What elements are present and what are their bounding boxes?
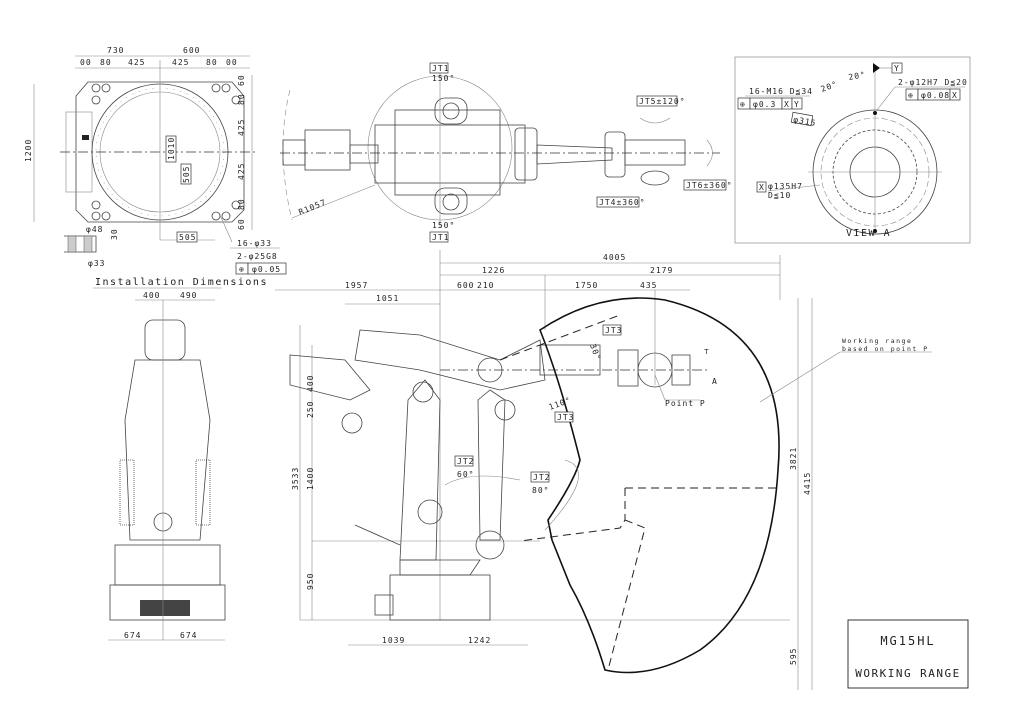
- jt5-label: JT5±120°: [639, 97, 686, 106]
- view-a-title: VIEW A: [846, 228, 891, 239]
- title-block: MG15HL WORKING RANGE: [847, 619, 969, 689]
- jt4-label: JT4±360°: [599, 198, 646, 207]
- dim-label: 674: [180, 631, 197, 640]
- view-a: Y 20° 20° 16-M16 D≦34 ⊕ φ0.3 X Y 2-φ12H7…: [734, 56, 971, 244]
- working-range-note-line1: Working range: [842, 337, 912, 345]
- working-range-note-line2: based on point P: [842, 345, 929, 353]
- dim-label: 00: [80, 58, 92, 67]
- dim-3533: 3533: [291, 467, 300, 490]
- model-name: MG15HL: [880, 634, 935, 648]
- radius-label: R1057: [297, 198, 327, 217]
- position-tolerance-icon: ⊕: [908, 91, 914, 100]
- jt3-bottom-angle: 110°: [548, 395, 573, 411]
- drawing-subtitle: WORKING RANGE: [855, 667, 961, 680]
- dim-600: 600: [183, 46, 200, 55]
- dim-label: 425: [237, 163, 246, 180]
- pin-holes-label: 2-φ25G8: [237, 252, 278, 261]
- installation-title: Installation Dimensions: [95, 277, 268, 288]
- front-view: 400 490 674 674: [108, 291, 226, 641]
- hole-diameter: φ48: [86, 225, 103, 234]
- dim-label: 80: [237, 93, 246, 105]
- jt2-left-label: JT2: [457, 457, 474, 466]
- dim-595: 595: [789, 648, 798, 665]
- jt6-label: JT6±360°: [686, 181, 733, 190]
- hole-small: φ33: [88, 259, 105, 268]
- dim-label: 80: [237, 198, 246, 210]
- robot-side-silhouette: [289, 290, 710, 621]
- dim-600: 600: [457, 281, 474, 290]
- dim-210: 210: [477, 281, 494, 290]
- jt1-top-label: JT1: [432, 64, 449, 73]
- jt3-top-label: JT3: [605, 326, 622, 335]
- jt1-top-angle: 150°: [432, 74, 455, 83]
- dim-3821: 3821: [789, 447, 798, 470]
- view-a-marker-icon: ⊤: [704, 347, 710, 356]
- jt2-right-label: JT2: [533, 473, 550, 482]
- dim-1226: 1226: [482, 266, 505, 275]
- jt1-bottom-angle: 150°: [432, 221, 455, 230]
- dim-505-vertical: 505: [182, 166, 191, 183]
- dim-label: 00: [226, 58, 238, 67]
- dim-label: 674: [124, 631, 141, 640]
- dim-1957: 1957: [345, 281, 368, 290]
- angle-2: 20°: [848, 70, 867, 82]
- jt2-right-angle: 80°: [532, 486, 549, 495]
- tolerance-datum: Y: [794, 100, 800, 109]
- dim-505: 505: [179, 233, 196, 242]
- pins-label: 2-φ12H7 D≦20: [898, 78, 968, 87]
- dim-1400: 1400: [306, 467, 315, 490]
- top-view: R1057 JT1 150° 150° JT1 JT4±360° JT5±120…: [280, 62, 733, 243]
- dim-250: 250: [306, 401, 315, 418]
- tolerance-value: φ0.08: [921, 91, 950, 100]
- dim-400: 400: [306, 375, 315, 392]
- dim-label: 80: [206, 58, 218, 67]
- tolerance-datum: X: [952, 91, 958, 100]
- working-range-envelope: [539, 297, 780, 674]
- dim-1242: 1242: [468, 636, 491, 645]
- dim-1051: 1051: [376, 294, 399, 303]
- hole-depth: 30: [110, 228, 119, 240]
- pcd-label: φ315: [793, 115, 817, 128]
- dim-730: 730: [107, 46, 124, 55]
- jt3-bottom-label: JT3: [557, 413, 574, 422]
- jt1-bottom-label: JT1: [432, 233, 449, 242]
- bore-datum: X: [759, 183, 765, 192]
- dim-1200: 1200: [24, 139, 33, 162]
- dim-1750: 1750: [575, 281, 598, 290]
- jt2-left-angle: 60°: [457, 470, 474, 479]
- bore-label: φ135H7: [768, 182, 803, 191]
- installation-view: 730 600 00 80 425 425 80 00 60 80 425 42…: [24, 46, 287, 289]
- pin-tolerance: φ0.05: [252, 265, 281, 274]
- dim-label: 60: [237, 218, 246, 230]
- dim-1010: 1010: [167, 137, 176, 160]
- dim-4415: 4415: [803, 472, 812, 495]
- dim-label: 400: [143, 291, 160, 300]
- dim-label: 425: [237, 119, 246, 136]
- tapped-holes-label: 16-M16 D≦34: [749, 87, 813, 96]
- position-tolerance-icon: ⊕: [239, 265, 245, 274]
- dim-950: 950: [306, 573, 315, 590]
- dim-label: 490: [180, 291, 197, 300]
- position-tolerance-icon: ⊕: [740, 100, 746, 109]
- dim-label: 425: [172, 58, 189, 67]
- datum-y: Y: [894, 64, 900, 73]
- point-p-label: Point P: [665, 399, 706, 408]
- bore-depth: D≦10: [768, 191, 791, 200]
- dim-label: 80: [100, 58, 112, 67]
- dim-label: 60: [237, 74, 246, 86]
- tolerance-datum: X: [784, 100, 790, 109]
- dim-4005: 4005: [603, 253, 626, 262]
- dim-435: 435: [640, 281, 657, 290]
- side-view: 4005 1226 2179 1957 1051 600 210 1750 43…: [275, 250, 932, 690]
- dim-label: 425: [128, 58, 145, 67]
- bolt-holes-label: 16-φ33: [237, 239, 272, 248]
- tolerance-value: φ0.3: [753, 100, 776, 109]
- view-a-marker: A: [712, 377, 718, 386]
- dim-2179: 2179: [650, 266, 673, 275]
- dim-1039: 1039: [382, 636, 405, 645]
